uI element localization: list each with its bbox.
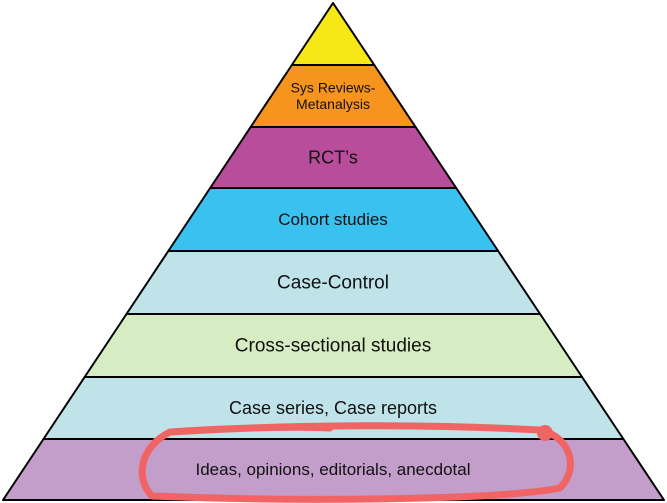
tier-2-label-line-1: Sys Reviews- (291, 80, 376, 96)
pyramid-tier-8 (2, 438, 665, 501)
tier-3-label-line-1: RCT’s (308, 147, 358, 167)
pyramid-tier-1 (290, 2, 376, 66)
tier-7-label-line-1: Case series, Case reports (229, 398, 437, 418)
highlight-end-dot (537, 425, 553, 441)
tier-8-label-line-1: Ideas, opinions, editorials, anecdotal (195, 460, 470, 479)
tier-6-label-line-1: Cross-sectional studies (235, 336, 431, 357)
hand-drawn-highlight-circle (138, 422, 574, 503)
tier-4-label-line-1: Cohort studies (278, 210, 388, 229)
tier-5-label-line-1: Case-Control (277, 273, 389, 294)
tier-2-label-line-2: Metanalysis (296, 96, 370, 112)
